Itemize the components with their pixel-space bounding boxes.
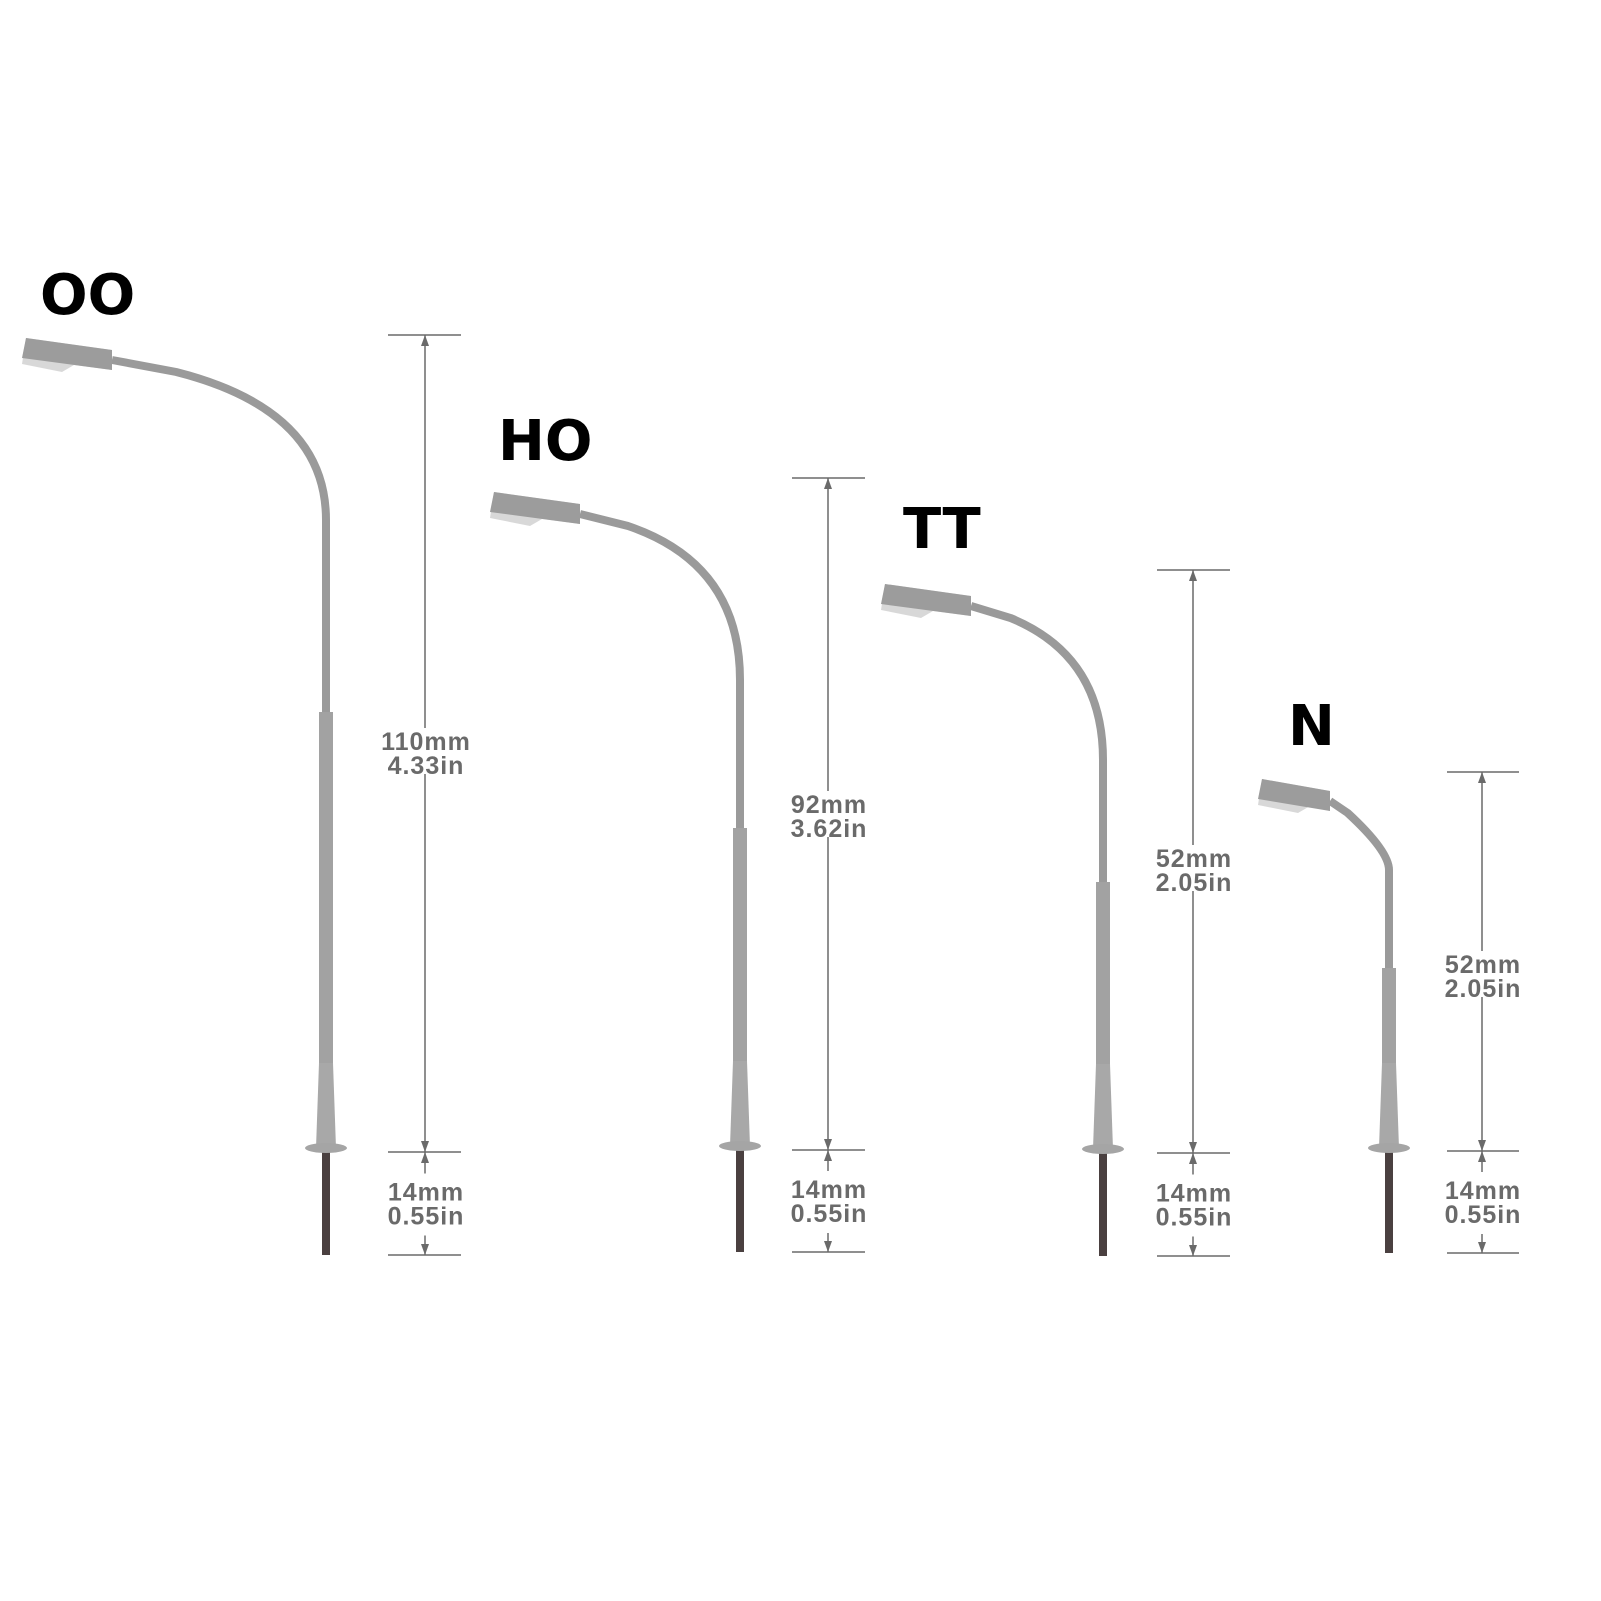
lamp-pole	[111, 356, 330, 1148]
pin-mm-label: 14mm	[1445, 1177, 1521, 1205]
height-in-label: 2.05in	[1156, 869, 1233, 897]
lamp-flange	[719, 1141, 761, 1151]
pin-in-label: 0.55in	[388, 1203, 465, 1231]
lamp-pin	[322, 1148, 330, 1255]
scale-label: HO	[498, 409, 592, 474]
lamp-pole	[1327, 797, 1393, 1148]
arrowhead-icon	[421, 1152, 429, 1163]
scale-label: OO	[40, 263, 135, 328]
lamp-socket	[730, 1061, 750, 1146]
lamp-socket	[316, 1063, 336, 1148]
pin-in-label: 0.55in	[791, 1200, 868, 1228]
lamp-flange	[1368, 1143, 1410, 1153]
arrowhead-icon	[421, 1141, 429, 1152]
lamp-sleeve	[1382, 968, 1396, 1078]
scale-label: N	[1288, 694, 1335, 759]
arrowhead-icon	[421, 1244, 429, 1255]
dimension-markers	[388, 334, 461, 1256]
lamp-pin	[736, 1146, 744, 1252]
lamp-flange	[1082, 1144, 1124, 1154]
arrowhead-icon	[1189, 1142, 1197, 1153]
height-mm-label: 52mm	[1445, 951, 1521, 979]
lamp-sleeve	[319, 712, 333, 1078]
lamp-head	[22, 338, 112, 370]
arrowhead-icon	[1189, 1153, 1197, 1164]
arrowhead-icon	[824, 1150, 832, 1161]
arrowhead-icon	[421, 335, 429, 346]
height-mm-label: 92mm	[791, 791, 867, 819]
lamp-sleeve	[733, 828, 747, 1076]
height-mm-label: 110mm	[381, 728, 471, 756]
lamp-socket	[1093, 1064, 1113, 1149]
arrowhead-icon	[824, 1139, 832, 1150]
dimension-markers	[792, 477, 865, 1253]
lamp-head	[881, 584, 971, 616]
lamp-pin	[1385, 1148, 1393, 1253]
lamp-pole	[579, 510, 744, 1146]
lamp-flange	[305, 1143, 347, 1153]
dimension-markers	[1447, 771, 1519, 1254]
lamp-head	[1258, 779, 1330, 811]
arrowhead-icon	[1478, 1140, 1486, 1151]
arrowhead-icon	[1478, 1151, 1486, 1162]
pin-mm-label: 14mm	[791, 1176, 867, 1204]
arrowhead-icon	[824, 1241, 832, 1252]
height-in-label: 3.62in	[791, 815, 868, 843]
arrowhead-icon	[1189, 570, 1197, 581]
pin-mm-label: 14mm	[388, 1179, 464, 1207]
arrowhead-icon	[1478, 1242, 1486, 1253]
pin-in-label: 0.55in	[1156, 1204, 1233, 1232]
lamp-head	[490, 492, 580, 524]
lamp-socket	[1379, 1063, 1399, 1148]
lamp-pin	[1099, 1149, 1107, 1256]
height-mm-label: 52mm	[1156, 845, 1232, 873]
pin-mm-label: 14mm	[1156, 1180, 1232, 1208]
arrowhead-icon	[1189, 1245, 1197, 1256]
arrowhead-icon	[824, 478, 832, 489]
pin-in-label: 0.55in	[1445, 1201, 1522, 1229]
height-in-label: 2.05in	[1445, 975, 1522, 1003]
scale-label: TT	[903, 497, 981, 562]
arrowhead-icon	[1478, 772, 1486, 783]
dimension-markers	[1157, 569, 1230, 1257]
height-in-label: 4.33in	[388, 752, 465, 780]
lamp-pole	[969, 602, 1107, 1149]
lamp-sleeve	[1096, 882, 1110, 1079]
